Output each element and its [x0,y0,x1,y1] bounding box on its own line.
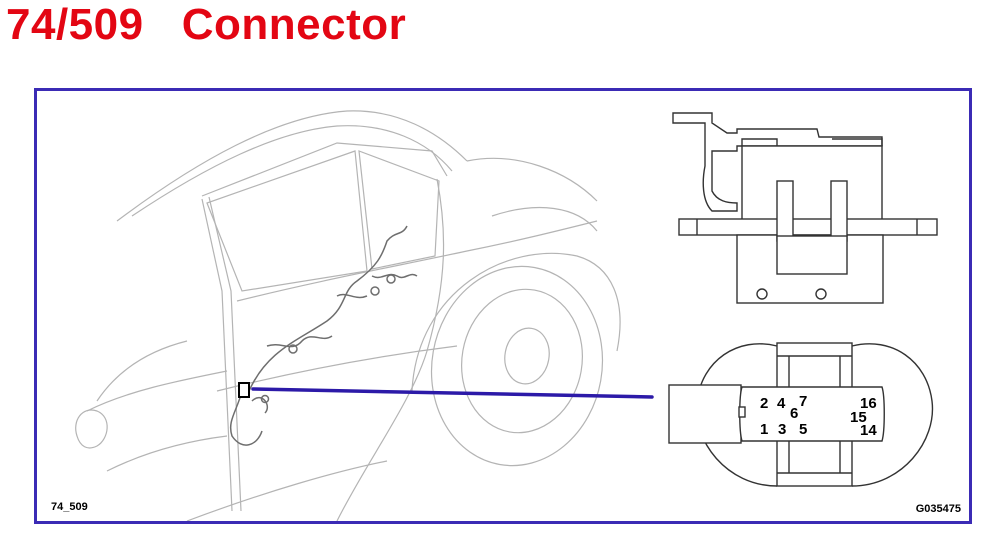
pin-labels: 2 4 7 6 1 3 5 16 15 14 [760,393,877,439]
front-door-edge [96,340,188,402]
wheel-arch [411,252,621,392]
figure-code-right: G035475 [915,503,961,515]
side-view-body [741,145,883,222]
pin-label: 3 [778,421,786,438]
face-view-side-box [668,384,742,444]
harness-clip-1 [288,344,298,354]
pin-label: 1 [760,421,768,438]
front-lower [106,435,228,472]
rear-window [358,150,440,270]
side-view-slot [776,235,848,275]
side-view-tab-right [830,180,848,242]
connector-face-view [668,342,934,487]
face-view-pin-housing [739,386,885,442]
rear-rim [461,288,583,434]
connector-side-view [672,112,938,304]
trunk-line [466,157,598,202]
side-view-tab-left [776,180,794,242]
pin-label: 6 [790,405,798,422]
face-view-top-clip [776,342,853,389]
door-handle [75,409,108,449]
harness-clip-3 [386,274,396,284]
figure-code-left: 74_509 [51,501,88,513]
harness-branch-2 [336,293,368,299]
body-sill-line [186,460,388,521]
car-illustration [75,110,621,521]
face-view-wing-right [851,343,934,487]
wiring-harness [230,225,418,446]
pin-label: 4 [777,395,786,412]
pin-label: 14 [860,422,877,439]
harness-main [248,225,408,392]
page-title: 74/509 Connector [6,0,407,49]
diagram-frame: 2 4 7 6 1 3 5 16 15 14 74_509 G035475 [34,88,972,524]
door-window [206,150,368,292]
pin-label: 5 [799,421,807,438]
harness-clip-2 [370,286,380,296]
side-view-hole-right [815,288,827,300]
side-view-hole-left [756,288,768,300]
front-body-line [86,370,228,412]
side-view-latch [672,112,883,212]
harness-branch-1 [266,335,333,348]
harness-clip-4 [260,394,270,404]
harness-loop [251,396,269,414]
b-pillar [201,198,233,512]
pin-label: 16 [860,395,877,412]
diagram-canvas: 2 4 7 6 1 3 5 16 15 14 [75,110,938,521]
b-pillar-inner [208,196,242,512]
body-side-line [236,220,598,302]
harness-branch-3 [371,273,418,279]
connector-location-marker [238,382,250,398]
pin-label: 15 [850,409,867,426]
car-window-frame [201,142,448,197]
face-view-bottom-clip [776,435,853,487]
rear-hub [504,327,550,385]
rear-tire [430,265,604,467]
rear-quarter [491,206,598,232]
car-roof-line [116,110,468,222]
pointer-line [251,387,654,399]
harness-lower [230,390,263,446]
pin-label: 2 [760,395,768,412]
car-roof-inner [131,125,453,217]
pin-label: 7 [799,393,807,410]
side-view-flange [678,218,938,236]
